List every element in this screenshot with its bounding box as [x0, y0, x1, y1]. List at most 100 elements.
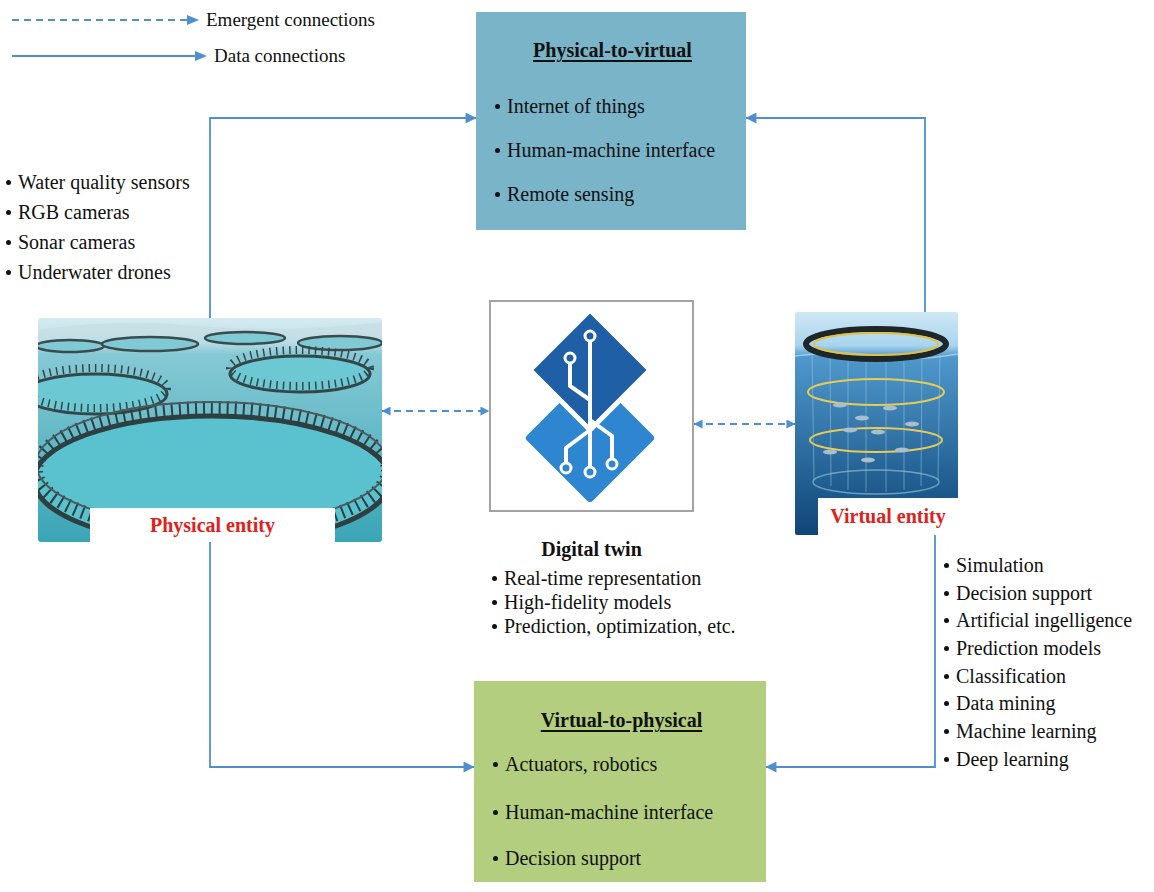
legend-row: Data connections: [12, 43, 345, 69]
circuit-line: [570, 360, 590, 400]
bullet-item: Human-machine interface: [493, 800, 750, 824]
list-text: Water quality sensors: [18, 171, 190, 194]
net-pen: [102, 337, 198, 351]
circuit-node: [585, 331, 595, 341]
net-line: [921, 352, 922, 486]
bullet-item: Remote sensing: [495, 182, 730, 206]
legend-line: [12, 19, 190, 21]
fish: [895, 448, 909, 453]
bullet-item: Prediction, optimization, etc.: [492, 614, 694, 638]
legend-arrowhead: [195, 51, 207, 61]
fish: [871, 430, 885, 435]
emergent-connection: [694, 423, 795, 425]
list-item: Decision support: [944, 581, 1092, 605]
legend-sample: [12, 49, 208, 63]
bullet-text: Prediction, optimization, etc.: [504, 614, 736, 638]
list-item: Sonar cameras: [6, 230, 135, 254]
list-text: Machine learning: [956, 720, 1097, 743]
net-line: [886, 357, 887, 492]
cage-ring: [810, 428, 942, 452]
twin-heading: Digital twin: [489, 537, 694, 561]
list-item: Simulation: [944, 553, 1044, 577]
list-text: Data mining: [956, 692, 1055, 715]
collar-rail: [814, 333, 938, 355]
legend-sample: [12, 13, 200, 27]
list-item: Water quality sensors: [6, 170, 190, 194]
circuit-line: [588, 336, 592, 470]
bullet-text: Human-machine interface: [507, 138, 715, 162]
bullet-item: Human-machine interface: [495, 138, 730, 162]
bullet-text: High-fidelity models: [504, 590, 671, 614]
list-text: Simulation: [956, 554, 1044, 577]
legend-text: Emergent connections: [206, 9, 375, 31]
cage-ring: [808, 379, 944, 405]
entity-label: Physical entity: [150, 514, 275, 537]
bullet-text: Remote sensing: [507, 182, 634, 206]
bullet-dot: [493, 810, 498, 815]
circuit-node: [585, 467, 595, 477]
data-connection: [210, 542, 474, 767]
circuit-node: [607, 459, 617, 469]
net-line: [848, 355, 849, 490]
bullet-dot: [944, 591, 949, 596]
bullet-dot: [944, 757, 949, 762]
list-text: Decision support: [956, 582, 1092, 605]
entity-label-box: Physical entity: [90, 508, 335, 542]
legend-line: [12, 55, 198, 57]
data-connection: [766, 535, 935, 767]
fish: [861, 458, 875, 463]
box-heading: Physical-to-virtual: [495, 38, 730, 62]
virtual-cage-render: [795, 312, 958, 535]
legend-text: Data connections: [214, 45, 345, 67]
fish: [843, 428, 857, 433]
pen-fence: [38, 368, 167, 408]
bullet-dot: [492, 576, 497, 581]
digital-twin-icon: [530, 310, 650, 498]
net-line: [904, 355, 905, 490]
list-text: Prediction models: [956, 637, 1101, 660]
process-box: Physical-to-virtualInternet of thingsHum…: [476, 12, 746, 230]
bullet-dot: [495, 104, 500, 109]
digital-twin-caption: Digital twinReal-time representationHigh…: [489, 537, 694, 638]
entity-label-box: Virtual entity: [818, 498, 958, 535]
bullet-text: Real-time representation: [504, 566, 701, 590]
bullet-dot: [6, 270, 11, 275]
circuit-line: [566, 430, 590, 466]
net-pen: [205, 332, 285, 344]
net-line: [830, 352, 831, 486]
data-connection: [746, 118, 925, 312]
net-pen: [38, 340, 104, 352]
bullet-item: Actuators, robotics: [493, 752, 750, 776]
list-item: Machine learning: [944, 719, 1097, 743]
entity-label: Virtual entity: [830, 505, 945, 528]
box-heading: Virtual-to-physical: [493, 708, 750, 732]
list-item: Deep learning: [944, 747, 1069, 771]
list-text: Underwater drones: [18, 261, 171, 284]
list-item: Classification: [944, 664, 1066, 688]
fish: [823, 450, 837, 455]
bullet-dot: [6, 180, 11, 185]
net-line: [812, 348, 814, 480]
bullet-dot: [493, 762, 498, 767]
list-text: Deep learning: [956, 748, 1069, 771]
bullet-item: High-fidelity models: [492, 590, 694, 614]
circuit-lines: [566, 336, 612, 470]
bullet-dot: [492, 600, 497, 605]
fish: [855, 416, 869, 421]
cage-bottom: [813, 470, 939, 494]
bullet-dot: [944, 729, 949, 734]
pen-fence: [230, 350, 370, 386]
net-pen: [230, 356, 370, 392]
bullet-text: Human-machine interface: [505, 800, 713, 824]
bullet-dot: [495, 148, 500, 153]
bullet-item: Real-time representation: [492, 566, 694, 590]
bullet-dot: [6, 210, 11, 215]
bullet-item: Decision support: [493, 846, 750, 870]
entity-image: Virtual entity: [795, 312, 958, 535]
process-box: Virtual-to-physicalActuators, roboticsHu…: [474, 681, 766, 882]
list-item: Underwater drones: [6, 260, 171, 284]
circuit-node: [561, 463, 571, 473]
net-line: [938, 348, 940, 480]
fish: [905, 422, 919, 427]
list-item: Prediction models: [944, 636, 1101, 660]
